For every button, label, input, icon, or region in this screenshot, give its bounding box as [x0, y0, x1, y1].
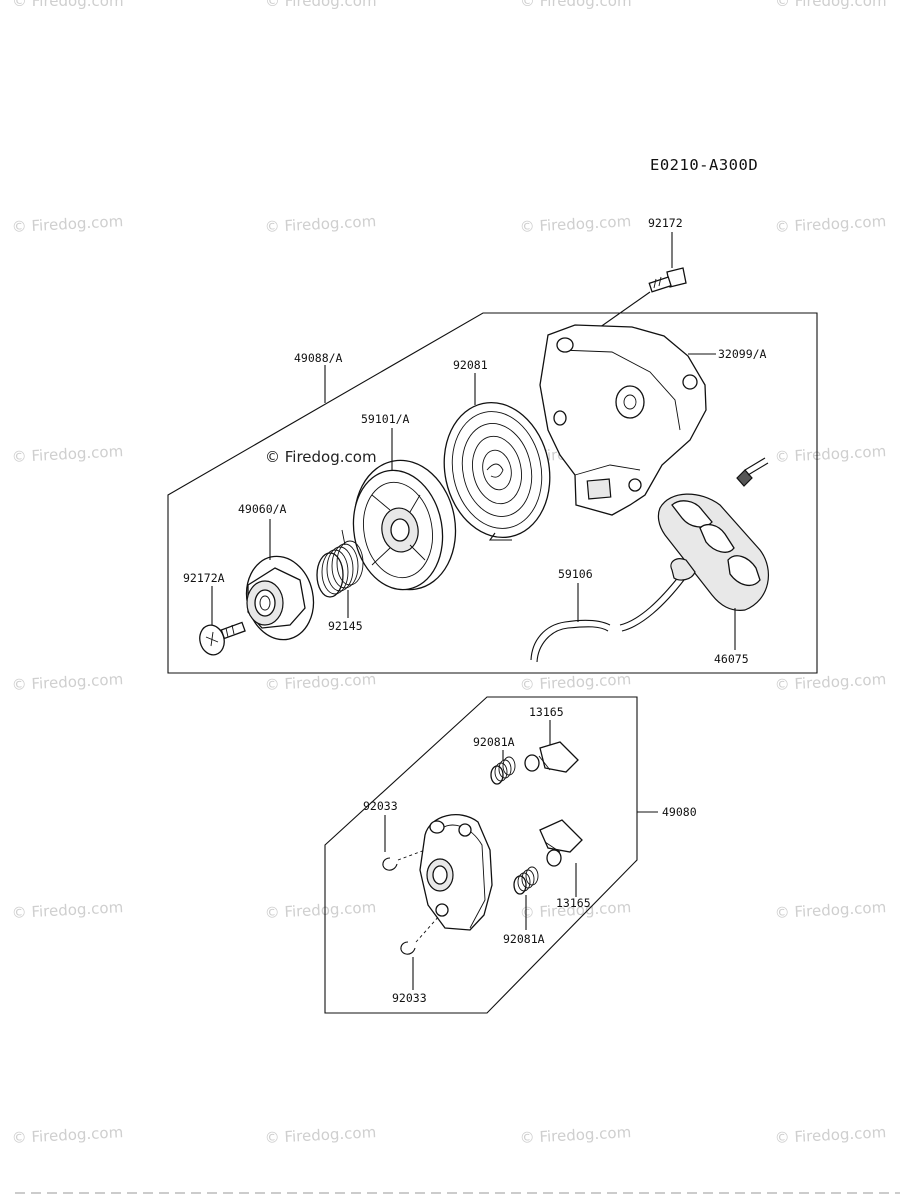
watermark: © Firedog.com — [265, 0, 377, 10]
watermark: © Firedog.com — [520, 0, 632, 10]
label-92172: 92172 — [648, 216, 683, 230]
watermark: © Firedog.com — [774, 1123, 886, 1147]
ratchet-assembly — [419, 814, 493, 931]
spring-92081A-bottom — [513, 866, 539, 895]
watermark: © Firedog.com — [264, 898, 376, 922]
assembly-border-top — [167, 312, 818, 674]
dash-92033-bot — [415, 914, 441, 943]
label-32099A: 32099/A — [718, 347, 767, 361]
diagram-code: E0210-A300D — [650, 156, 758, 174]
label-59106: 59106 — [558, 567, 593, 581]
label-92172A: 92172A — [183, 571, 225, 585]
label-46075: 46075 — [714, 652, 749, 666]
watermark: © Firedog.com — [11, 898, 123, 922]
label-13165-top: 13165 — [529, 705, 564, 719]
watermark: © Firedog.com — [11, 212, 123, 236]
watermark: © Firedog.com — [774, 212, 886, 236]
spring-92081A-top — [490, 756, 516, 785]
watermark: © Firedog.com — [774, 670, 886, 694]
watermark: © Firedog.com — [12, 0, 124, 10]
starter-housing — [539, 324, 707, 516]
recoil-spring — [443, 401, 551, 541]
watermark: © Firedog.com — [11, 442, 123, 466]
leader-92172-b — [595, 291, 651, 331]
rope-reel — [352, 459, 457, 591]
starter-rope — [530, 574, 685, 663]
label-92033-top: 92033 — [363, 799, 398, 813]
watermark: © Firedog.com — [264, 670, 376, 694]
label-49060A: 49060/A — [238, 502, 287, 516]
label-92033-bot: 92033 — [392, 991, 427, 1005]
watermark: © Firedog.com — [775, 0, 887, 10]
watermark: © Firedog.com — [519, 898, 631, 922]
watermark-dark: © Firedog.com — [265, 448, 377, 466]
starter-handle — [657, 457, 769, 611]
watermark: © Firedog.com — [519, 670, 631, 694]
label-49088A: 49088/A — [294, 351, 343, 365]
pawl-13165-top — [524, 741, 579, 773]
watermark: © Firedog.com — [11, 1123, 123, 1147]
dash-92033-top — [397, 849, 426, 861]
pawl-spring-92145 — [316, 529, 364, 598]
label-13165-bot: 13165 — [556, 896, 591, 910]
starter-pulley — [245, 555, 315, 641]
label-92081A-bot: 92081A — [503, 932, 545, 946]
watermark: © Firedog.com — [774, 442, 886, 466]
label-92081A-top: 92081A — [473, 735, 515, 749]
watermark: © Firedog.com — [774, 898, 886, 922]
label-59101A: 59101/A — [361, 412, 410, 426]
eclip-92033-top — [382, 857, 398, 871]
watermark: © Firedog.com — [11, 670, 123, 694]
watermark: © Firedog.com — [519, 212, 631, 236]
watermark: © Firedog.com — [519, 1123, 631, 1147]
pawl-13165-bottom — [539, 819, 583, 867]
bolt-92172 — [648, 267, 687, 293]
label-92145: 92145 — [328, 619, 363, 633]
assembly-border-bottom — [324, 696, 638, 1014]
watermark: © Firedog.com — [264, 212, 376, 236]
watermark: © Firedog.com — [264, 1123, 376, 1147]
label-92081: 92081 — [453, 358, 488, 372]
bolt-92172A — [199, 621, 246, 656]
label-49080: 49080 — [662, 805, 697, 819]
eclip-92033-bottom — [400, 941, 416, 955]
